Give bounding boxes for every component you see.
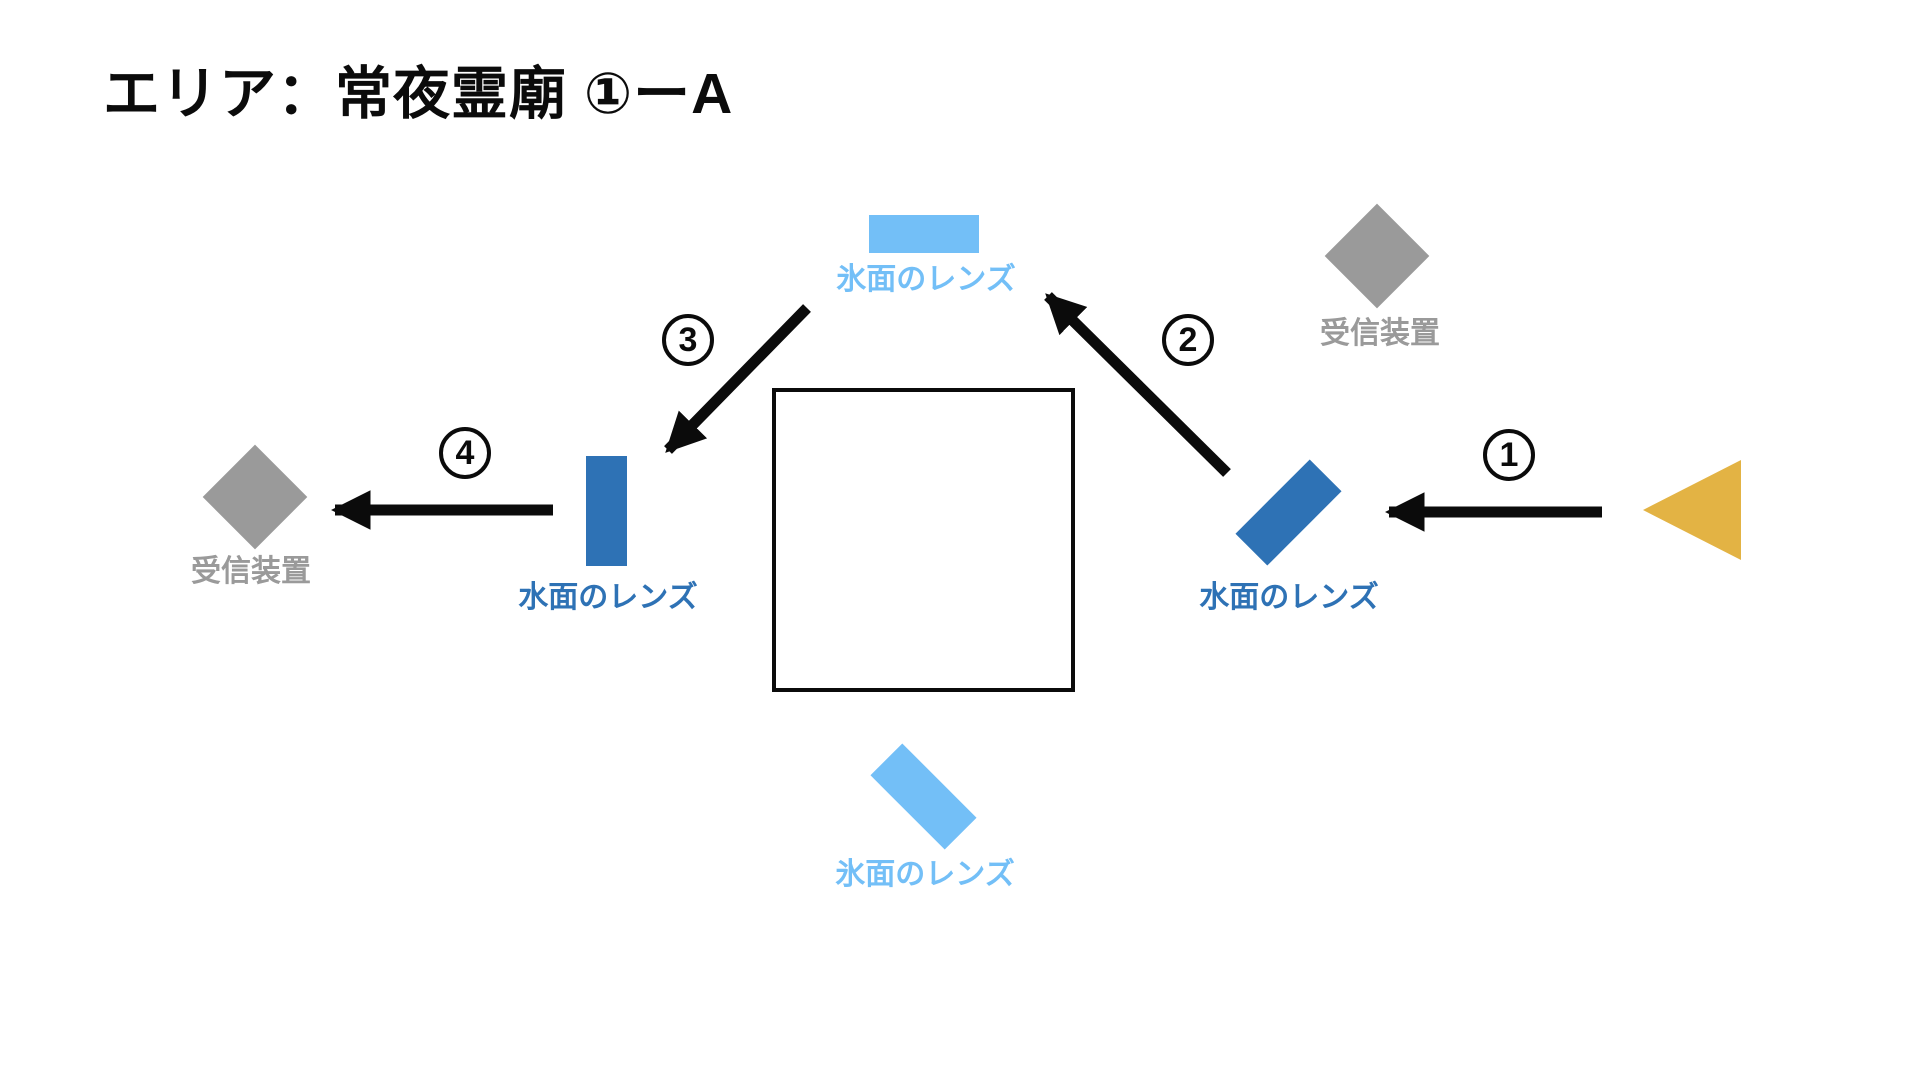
beam-arrow-2 [1044, 292, 1231, 477]
receiver-left-label: 受信装置 [191, 555, 311, 588]
water-lens-left [586, 456, 627, 566]
water-lens-right-label: 水面のレンズ [1199, 581, 1379, 614]
central-structure [772, 388, 1075, 692]
step-number-2: 2 [1162, 314, 1214, 366]
beam-arrow-3 [664, 304, 811, 454]
ice-lens-top [869, 215, 979, 253]
step-number-3: 3 [662, 314, 714, 366]
ice-lens-top-label: 氷面のレンズ [836, 263, 1016, 296]
water-lens-left-label: 水面のレンズ [518, 581, 698, 614]
step-number-4: 4 [439, 427, 491, 479]
page-title: エリア：常夜霊廟 ①ーA [103, 62, 734, 126]
step-number-1: 1 [1483, 429, 1535, 481]
ice-lens-bottom-label: 氷面のレンズ [835, 858, 1015, 891]
receiver-right-label: 受信装置 [1320, 317, 1440, 350]
